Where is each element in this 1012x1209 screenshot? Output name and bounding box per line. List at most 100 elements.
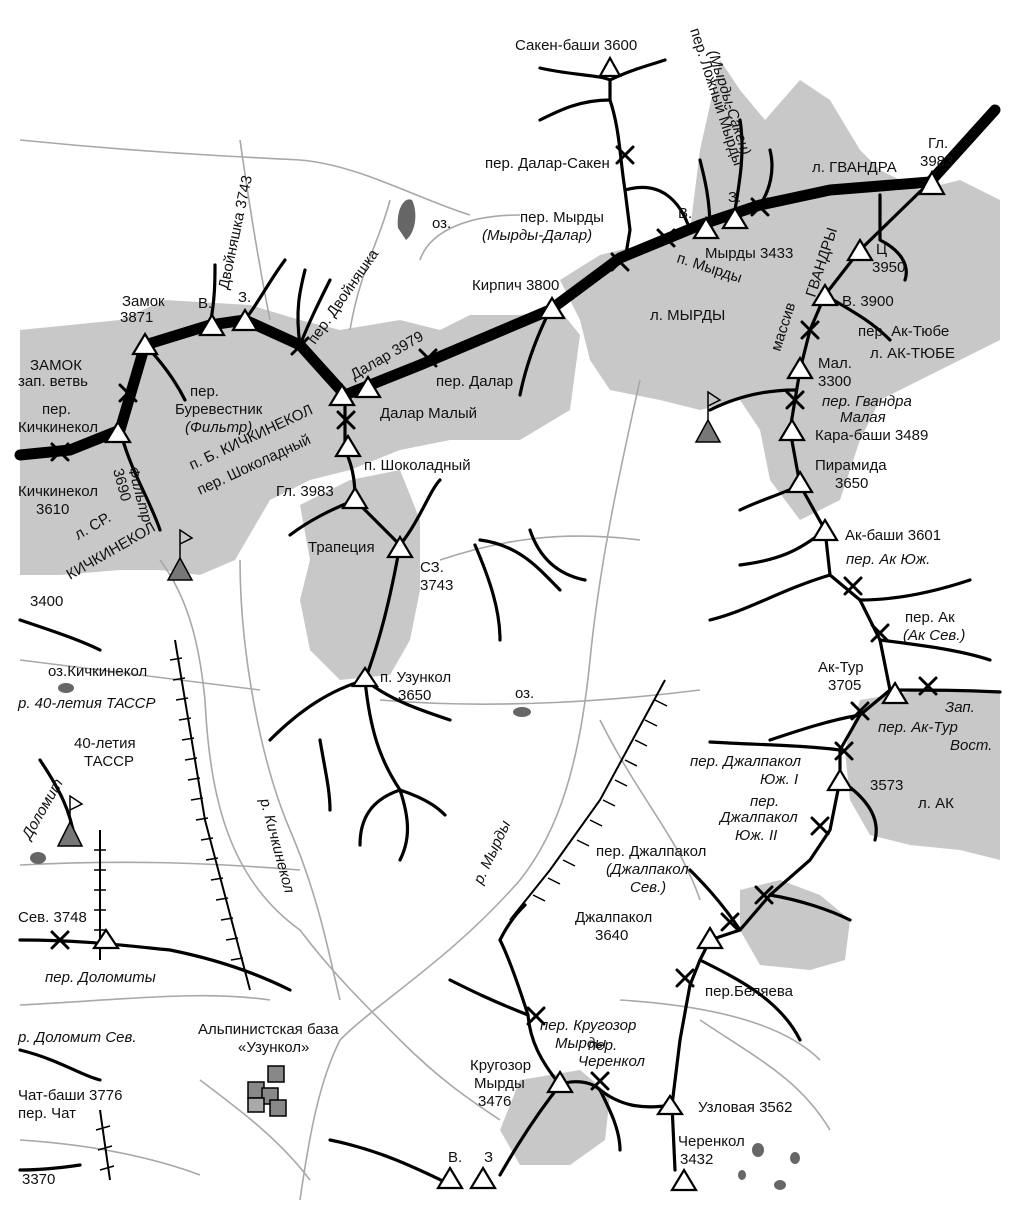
label-pass-ak: пер. Ак <box>905 609 955 626</box>
label-base-line1: Альпинистская база <box>198 1021 339 1038</box>
glacier-krugozor <box>500 1070 610 1165</box>
label-uzunkol-h: 3650 <box>398 687 431 704</box>
peak-kirpich-icon <box>538 295 566 320</box>
label-krugozor-2: Мырды <box>474 1075 525 1092</box>
peak-mal-icon <box>786 355 814 380</box>
label-myrdy-v: В. <box>678 205 692 222</box>
label-dalar-malyy: Далар Малый <box>380 405 477 422</box>
peak-gvandra-c-icon <box>846 237 874 262</box>
label-sz-h: 3743 <box>420 577 453 594</box>
label-mal-h: 3300 <box>818 373 851 390</box>
pass-marker <box>50 442 70 462</box>
label-ak-tur-h: 3705 <box>828 677 861 694</box>
label-pass-krugozor-2: Мырды <box>555 1035 606 1052</box>
label-kara-bashi: Кара-баши 3489 <box>815 427 928 444</box>
label-sev3748: Сев. 3748 <box>18 909 87 926</box>
lake-dolomit <box>30 852 46 864</box>
pass-marker <box>675 968 695 988</box>
peak-uzunkol-icon <box>350 666 380 688</box>
lakes <box>30 199 800 1190</box>
peak-uzlovaya-icon <box>655 1094 685 1116</box>
label-pass-dzh-yuzh2c: Юж. II <box>735 827 777 844</box>
peak-myrdy-v-icon <box>692 215 720 240</box>
flag-peak-icon <box>166 556 194 581</box>
peak-dvoynyashka-v-icon <box>198 312 226 337</box>
glacier-kichkinekol <box>20 300 580 575</box>
label-3573: 3573 <box>870 777 903 794</box>
label-uzunkol: п. Узункол <box>380 669 451 686</box>
glacier-ak <box>845 690 1000 860</box>
pass-marker <box>615 145 635 165</box>
label-piramida-h: 3650 <box>835 475 868 492</box>
label-trapeciya: Трапеция <box>308 539 375 556</box>
pass-marker <box>590 1071 610 1091</box>
label-pass-kichkinekol: пер. <box>42 401 71 418</box>
peak-dalar-icon <box>328 382 356 407</box>
label-river-kichkinekol: р. Кичкинекол <box>256 796 298 896</box>
label-bottom-v: В. <box>448 1149 462 1166</box>
label-kichkinekol-h: 3610 <box>36 501 69 518</box>
label-base-line2: «Узункол» <box>238 1039 309 1056</box>
label-pass-ak-tyube: пер. Ак-Тюбе <box>858 323 949 340</box>
pass-marker <box>336 410 356 430</box>
pass-marker <box>610 252 630 272</box>
label-zamok-h: 3871 <box>120 309 153 326</box>
label-pass-ak-tur-vost-2: Вост. <box>950 737 992 754</box>
label-gvandra-c-h: 3950 <box>872 259 905 276</box>
peak-sev3748-icon <box>91 928 121 950</box>
peak-bottom-z-icon <box>469 1165 497 1190</box>
label-pass-dzh-yuzh1: пер. Джалпакол <box>690 753 801 770</box>
label-pass-dzh-sev: пер. Джалпакол <box>596 843 706 860</box>
label-zap-vetv: зап. ветвь <box>18 373 88 390</box>
label-pass-belyaeva: пер.Беляева <box>705 983 794 1000</box>
label-chat-bashi: Чат-баши 3776 <box>18 1087 122 1104</box>
label-tassr: ТАССР <box>84 753 134 770</box>
label-glacier-myrdy: л. МЫРДЫ <box>650 307 725 324</box>
label-pass-gvandra-malaya-2: Малая <box>840 409 886 426</box>
label-zamok: Замок <box>122 293 165 310</box>
label-ak-tur: Ак-Тур <box>818 659 864 676</box>
label-dvoynyashka-z: З. <box>238 289 251 306</box>
label-myrdy: Мырды 3433 <box>705 245 793 262</box>
peak-3573-icon <box>826 767 854 792</box>
label-3370: 3370 <box>22 1171 55 1188</box>
label-myrdy-z: З. <box>728 189 741 206</box>
label-lake-kichkinekol: оз.Кичкинекол <box>48 663 147 680</box>
flag-icon <box>69 794 84 822</box>
label-glacier-zamok: ЗАМОК <box>30 357 82 374</box>
peak-cherenkol-icon <box>670 1167 698 1192</box>
label-pass-burevestnik: пер. <box>190 383 219 400</box>
label-dvoynyashka-v: В. <box>198 295 212 312</box>
pass-marker <box>526 1006 546 1026</box>
label-krugozor: Кругозор <box>470 1057 531 1074</box>
label-pass-ak-yuzh: пер. Ак Юж. <box>846 551 930 568</box>
label-gl-h: 3983 <box>920 153 953 170</box>
peak-kichkinekol-icon <box>104 419 132 444</box>
label-glacier-shokoladnyy: п. Шоколадный <box>364 457 471 474</box>
glacier-areas <box>20 60 1000 1165</box>
peak-krugozor-icon <box>546 1069 574 1094</box>
label-pass-dzh-yuzh2: пер. <box>750 793 779 810</box>
label-glacier-gvandra: л. ГВАНДРА <box>812 159 897 176</box>
label-glacier-ak: л. АК <box>918 795 954 812</box>
alpine-base-icon <box>247 1065 287 1117</box>
label-pass-dalar-saken: пер. Далар-Сакен <box>485 155 610 172</box>
peak-gvandra-main-icon <box>918 169 946 196</box>
pass-marker <box>785 390 805 410</box>
label-cherenkol-h: 3432 <box>680 1151 713 1168</box>
label-pass-dolomity: пер. Доломиты <box>45 969 156 986</box>
label-pass-chat: пер. Чат <box>18 1105 76 1122</box>
label-dvoynyashka: Двойняшка 3743 <box>215 174 256 291</box>
label-cherenkol: Черенкол <box>678 1133 745 1150</box>
label-gl: Гл. <box>928 135 948 152</box>
peak-bottom-v-icon <box>436 1165 464 1190</box>
moraine-ticks <box>94 657 668 1171</box>
glacier-myrdy <box>560 60 1000 520</box>
label-40-letiya: 40-летия <box>74 735 136 752</box>
label-pass-burevestnik-alt: (Фильтр) <box>185 419 252 436</box>
label-pass-cherenkol: пер. <box>588 1037 617 1054</box>
label-dzhalpakol: Джалпакол <box>575 909 652 926</box>
rivers <box>19 139 831 1201</box>
peak-ak-bashi-icon <box>811 517 839 542</box>
